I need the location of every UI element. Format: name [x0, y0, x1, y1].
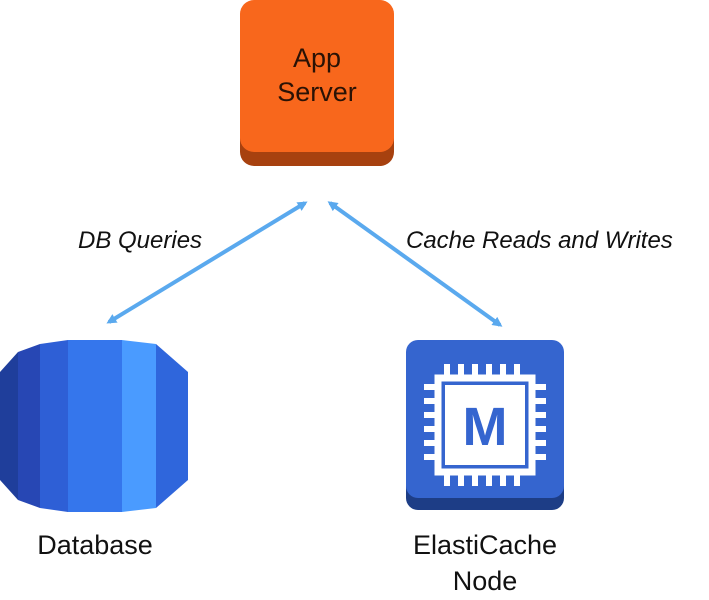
db-queries-arrow — [106, 201, 308, 324]
elasticache-memory-chip-icon: M — [406, 340, 564, 510]
edge-db-queries: DB Queries — [78, 201, 308, 324]
rds-database-icon — [0, 340, 188, 512]
chip-letter: M — [463, 397, 508, 457]
elasticache-label-line1: ElastiCache — [413, 530, 557, 560]
app-server-label-line1: App — [293, 43, 341, 73]
elasticache-label-line2: Node — [453, 566, 518, 596]
elasticache-node: M ElastiCache Node — [406, 340, 564, 596]
database-label: Database — [37, 530, 153, 560]
edge-cache-reads-writes: Cache Reads and Writes — [327, 201, 673, 327]
database-node: Database — [0, 340, 188, 560]
cache-rw-label: Cache Reads and Writes — [406, 227, 673, 254]
app-server-node: App Server — [240, 0, 394, 166]
app-server-label-line2: Server — [277, 77, 357, 107]
cache-rw-arrow — [327, 201, 503, 327]
server-box-icon — [240, 0, 394, 166]
db-queries-label: DB Queries — [78, 227, 202, 254]
